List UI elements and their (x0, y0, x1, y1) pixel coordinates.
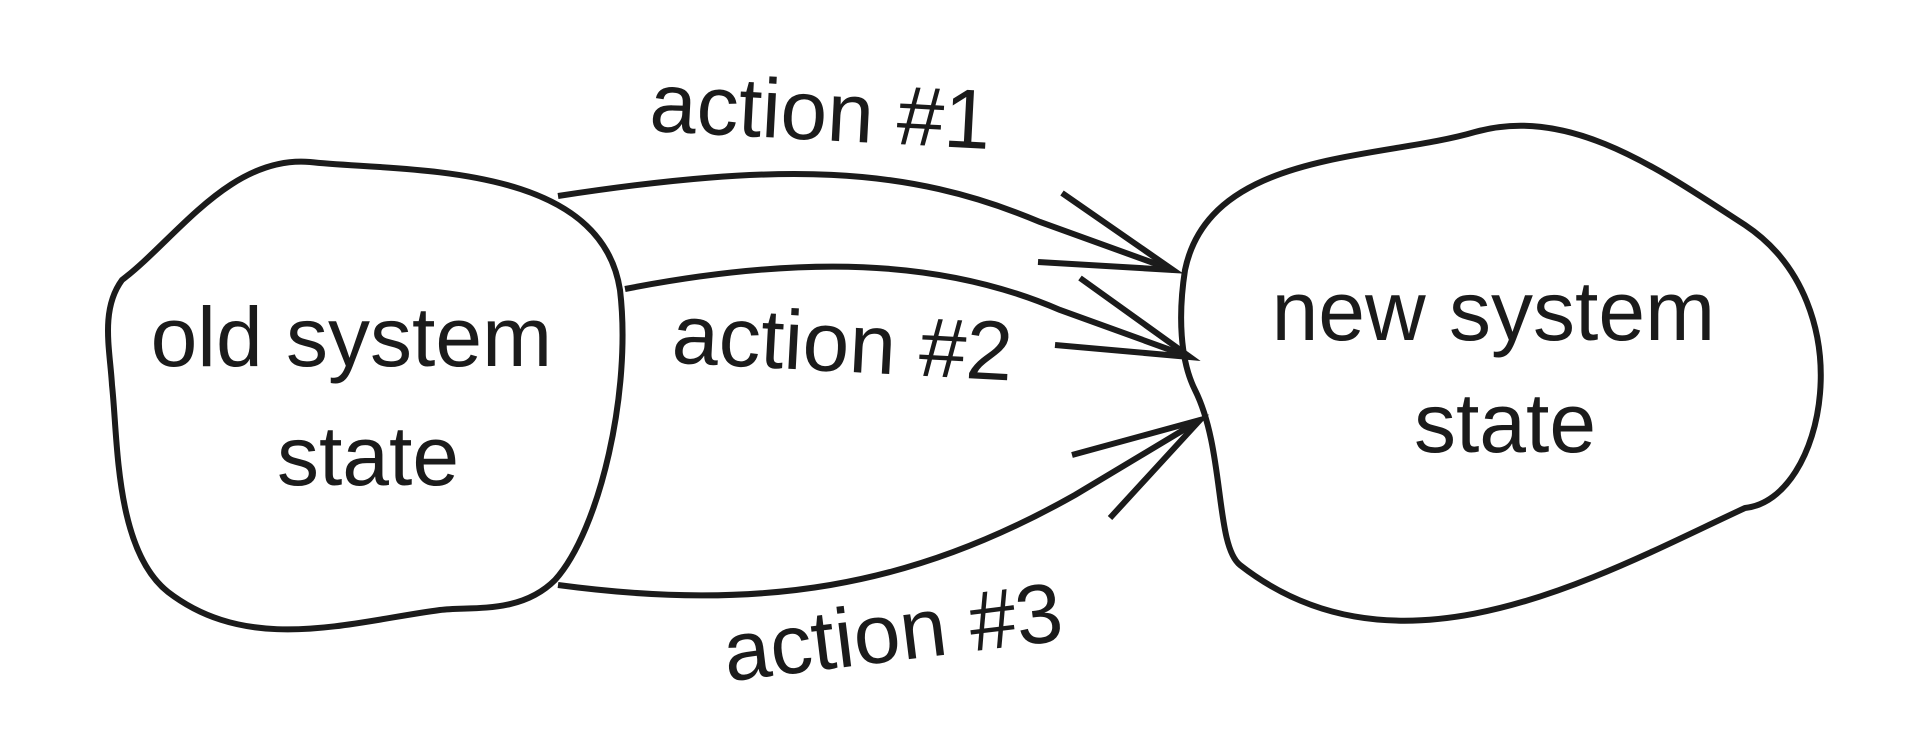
action-1-label: action #1 (648, 55, 993, 167)
action-3-label: action #3 (718, 564, 1068, 699)
action-1-arrow-shaft (557, 171, 1175, 273)
new-state-label-line1: new system (1272, 264, 1715, 358)
action-2-label: action #2 (670, 287, 1015, 399)
svg-text:old system state: old system state (151, 290, 576, 503)
svg-text:new system state: new system state (1272, 264, 1739, 470)
new-state-node: new system state (1178, 122, 1824, 624)
new-state-label-line2: state (1414, 376, 1596, 470)
old-state-label-line2: state (277, 409, 459, 503)
action-2-arrow-shaft (624, 263, 1192, 360)
action-2-arrow-head (1054, 275, 1201, 361)
new-state-shape (1178, 122, 1824, 624)
action-1-arrow (557, 171, 1184, 274)
action-3-arrow-head (1071, 414, 1210, 521)
old-state-shape (105, 158, 626, 633)
action-2-arrow (624, 263, 1201, 361)
action-3-arrow-shaft (557, 417, 1202, 599)
action-3-arrow (557, 414, 1210, 599)
old-state-label-line1: old system (151, 290, 552, 384)
action-1-arrow-head (1037, 190, 1184, 274)
old-state-node: old system state (105, 158, 626, 633)
